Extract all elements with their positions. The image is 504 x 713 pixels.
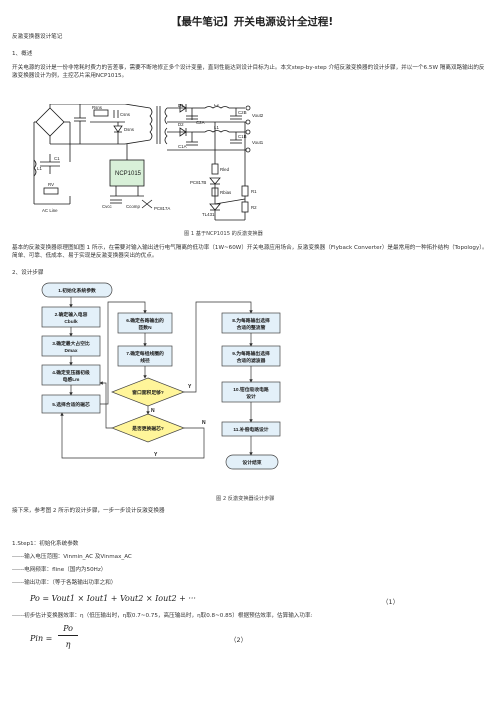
flow-step9-line2: 合适的滤波器 bbox=[237, 357, 266, 364]
flow-decision-core: 是否更换磁芯? bbox=[131, 425, 164, 432]
d2-label: D2 bbox=[178, 122, 184, 127]
l2-label: L2 bbox=[214, 104, 219, 107]
list-item-line-frequency: ------电网频率：fline（国内为50Hz） bbox=[12, 567, 107, 573]
flow-step3-line1: 3.确定最大占空比 bbox=[52, 340, 90, 347]
pc817a-label: PC817A bbox=[154, 206, 170, 211]
vout2-label: Vout2 bbox=[252, 113, 264, 118]
l1-input-label: L1 bbox=[37, 166, 42, 171]
flow-step7-line1: 7.确定每组线圈的 bbox=[126, 350, 164, 357]
rled-label: Rled bbox=[220, 167, 230, 172]
flow-step2-line2: Cbulk bbox=[64, 319, 78, 325]
flow-step3-line2: Dmax bbox=[64, 348, 77, 354]
flow-step6-line2: 匝数N bbox=[138, 324, 152, 331]
r1-label: R1 bbox=[251, 189, 257, 194]
step1-heading: 1.Step1：初始化系统参数 bbox=[12, 541, 79, 547]
vout1-label: Vout1 bbox=[252, 140, 264, 145]
rsns-label: Rsns bbox=[92, 105, 103, 110]
d1-label: D1 bbox=[178, 104, 184, 108]
flow-step6-line1: 6.确定各路输出的 bbox=[126, 317, 164, 324]
flow-step10-line1: 10.钳位吸收电路 bbox=[233, 386, 269, 393]
figure2-flowchart: 1.初始化系统参数 2.确定输入电容 Cbulk 3.确定最大占空比 Dmax … bbox=[41, 282, 281, 470]
section-heading-overview: 1、概述 bbox=[12, 51, 33, 57]
flow-yes-label-1: Y bbox=[188, 384, 192, 390]
flow-step4-line1: 4.确定变压器初级 bbox=[52, 369, 90, 376]
flow-step5: 5.选择合适的磁芯 bbox=[52, 401, 90, 408]
flow-step7-line2: 线径 bbox=[140, 357, 150, 364]
flow-step8-line1: 8.为每路输出选择 bbox=[232, 317, 270, 324]
list-item-input-voltage: ------输入电压范围：Vinmin_AC 及Vinmax_AC bbox=[12, 554, 132, 560]
figure1-description: 基本的反激变换器原理图如图 1 所示，在需要对输入输出进行电气隔离的低功率（1W… bbox=[12, 245, 488, 260]
figure2-description: 接下来，参考图 2 所示的设计步骤，一步一步设计反激变换器 bbox=[12, 508, 165, 514]
flow-step10-line2: 设计 bbox=[246, 393, 256, 400]
flow-yes-label-2: Y bbox=[154, 452, 158, 458]
flow-end: 设计结束 bbox=[242, 459, 261, 466]
equation-1: Po = Vout1 × Iout1 + Vout2 × Iout2 + ··· bbox=[30, 594, 196, 603]
page-title: 【最牛笔记】开关电源设计全过程! bbox=[170, 16, 334, 28]
dsns-label: Dsns bbox=[124, 127, 135, 132]
intro-paragraph: 开关电源的设计是一份非常耗时费力的苦差事，需要不断地修正多个设计变量，直到性能达… bbox=[12, 65, 485, 80]
flow-step8-line2: 合适的整流管 bbox=[237, 324, 266, 331]
flow-no-label-1: N bbox=[151, 408, 155, 414]
r2-label: R2 bbox=[251, 205, 257, 210]
c2a-label: C2A bbox=[196, 120, 205, 125]
c1-label: C1 bbox=[54, 156, 60, 161]
flow-step4-line2: 电感Lm bbox=[63, 376, 80, 383]
flow-step1: 1.初始化系统参数 bbox=[58, 287, 96, 294]
section-heading-steps: 2、设计步骤 bbox=[12, 270, 44, 276]
csns-label: Csns bbox=[120, 112, 131, 117]
flow-step9-line1: 9.为每路输出选择 bbox=[232, 350, 270, 357]
c1a-label: C1A bbox=[178, 144, 187, 149]
equation-2-denominator: η bbox=[65, 640, 71, 649]
flow-step11: 11.补偿电路设计 bbox=[233, 426, 268, 433]
equation-1-number: （1） bbox=[382, 598, 400, 606]
equation-2-numerator: Po bbox=[63, 624, 73, 633]
ac-line-label: AC Line bbox=[42, 208, 58, 213]
list-item-output-power: ------输出功率：（等于各路输出功率之和） bbox=[12, 580, 117, 586]
tl431-label: TL431 bbox=[202, 212, 215, 217]
c1b-label: C1B bbox=[238, 134, 247, 139]
figure1-caption: 图 1 基于NCP1015 的反激变换器 bbox=[184, 231, 263, 237]
rv-label: RV bbox=[48, 182, 54, 187]
figure1-schematic: NCP1015 Rsns Csns Dsns C1 L1 RV AC Line … bbox=[33, 104, 264, 221]
equation-2-number: （2） bbox=[230, 636, 248, 644]
equation-2-lhs: Pin = bbox=[30, 634, 53, 643]
cvcc-label: Cvcc bbox=[102, 204, 113, 209]
flow-decision-window: 窗口面积足够? bbox=[132, 389, 164, 396]
flow-step2-line1: 2.确定输入电容 bbox=[55, 311, 88, 318]
list-item-efficiency: ------初步估计变换器效率：η（低压输出时，η取0.7~0.75，高压输出时… bbox=[12, 613, 313, 619]
pc817b-label: PC817B bbox=[190, 180, 206, 185]
c2b-label: C2B bbox=[238, 110, 247, 115]
rbias-label: Rbias bbox=[220, 190, 232, 195]
l1-output-label: L1 bbox=[214, 125, 219, 130]
figure2-caption: 图 2 反激变换器设计步骤 bbox=[216, 496, 275, 502]
ccomp-label: Ccomp bbox=[126, 204, 140, 209]
breadcrumb: 反激变换器设计笔记 bbox=[12, 34, 63, 40]
ncp1015-label: NCP1015 bbox=[115, 171, 142, 177]
flow-no-label-2: N bbox=[202, 420, 206, 426]
fraction-bar bbox=[58, 635, 78, 636]
